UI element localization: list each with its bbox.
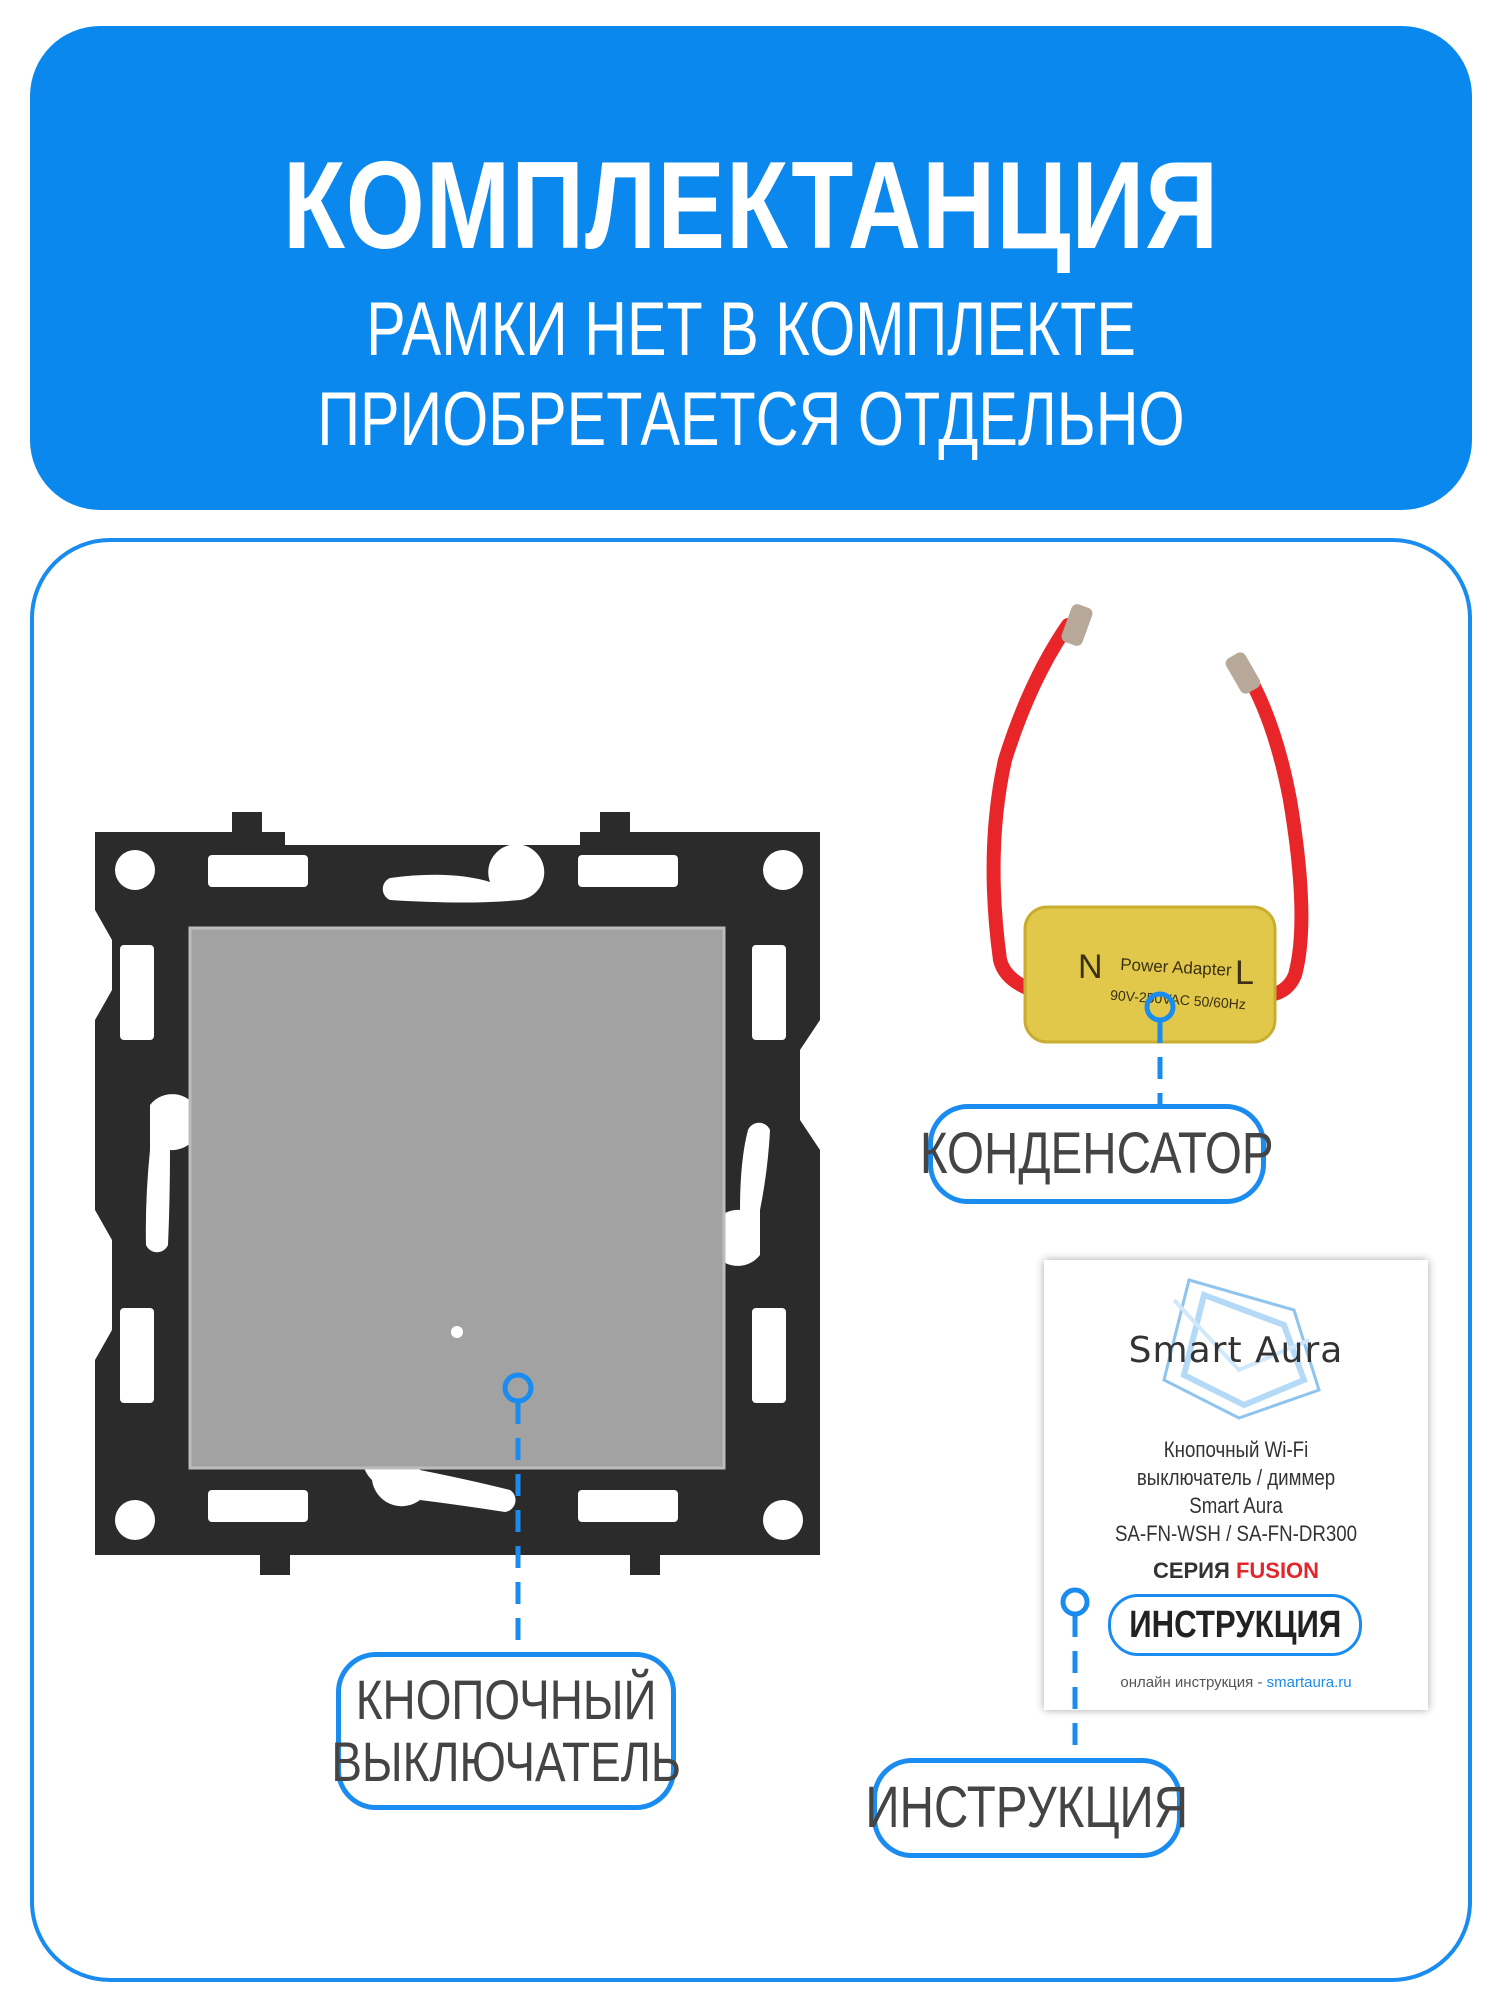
manual-card: Smart Aura Кнопочный Wi-Fi выключатель /… [1044, 1260, 1428, 1710]
online-manual-line: онлайн инструкция - smartaura.ru [1044, 1674, 1428, 1691]
online-text: онлайн инструкция - [1120, 1674, 1263, 1691]
manual-badge-label: ИНСТРУКЦИЯ [1129, 1603, 1341, 1646]
brand-logo-icon [1162, 1278, 1321, 1420]
desc-line-3: Smart Aura [1189, 1493, 1283, 1518]
desc-line-2: выключатель / диммер [1136, 1465, 1336, 1490]
capacitor-body [1023, 905, 1277, 1044]
capacitor-callout: КОНДЕНСАТОР [920, 1104, 1274, 1204]
capacitor-print-n: N [1078, 948, 1103, 986]
manual-badge: ИНСТРУКЦИЯ [1108, 1594, 1362, 1656]
page-title: КОМПЛЕКТАНЦИЯ [282, 137, 1220, 275]
series-label: СЕРИЯ [1152, 1558, 1230, 1583]
desc-line-4: SA-FN-WSH / SA-FN-DR300 [1114, 1521, 1358, 1546]
switch-callout: КНОПОЧНЫЙ ВЫКЛЮЧАТЕЛЬ [331, 1652, 681, 1810]
subtitle-line-1: РАМКИ НЕТ В КОМПЛЕКТЕ [366, 287, 1136, 372]
subtitle-line-2: ПРИОБРЕТАЕТСЯ ОТДЕЛЬНО [317, 377, 1185, 462]
switch-face [190, 928, 724, 1468]
manual-description: Кнопочный Wi-Fi выключатель / диммер Sma… [1044, 1436, 1428, 1548]
series-name: FUSION [1235, 1558, 1320, 1583]
series-line: СЕРИЯ FUSION [1044, 1558, 1428, 1584]
indicator-led [451, 1326, 463, 1338]
capacitor-label: КОНДЕНСАТОР [920, 1121, 1274, 1187]
switch-label-line-1: КНОПОЧНЫЙ [355, 1668, 657, 1732]
manual-label: ИНСТРУКЦИЯ [865, 1775, 1189, 1841]
brand-name: Smart Aura [1128, 1330, 1344, 1371]
switch-label-line-2: ВЫКЛЮЧАТЕЛЬ [331, 1730, 681, 1793]
wire-ends [1061, 604, 1261, 694]
header-banner: КОМПЛЕКТАНЦИЯ РАМКИ НЕТ В КОМПЛЕКТЕ ПРИО… [30, 26, 1472, 510]
desc-line-1: Кнопочный Wi-Fi [1163, 1437, 1309, 1462]
online-link[interactable]: smartaura.ru [1266, 1674, 1352, 1691]
wires [986, 618, 1309, 1002]
capacitor-print-l: L [1235, 954, 1254, 992]
manual-callout: ИНСТРУКЦИЯ [866, 1758, 1188, 1858]
